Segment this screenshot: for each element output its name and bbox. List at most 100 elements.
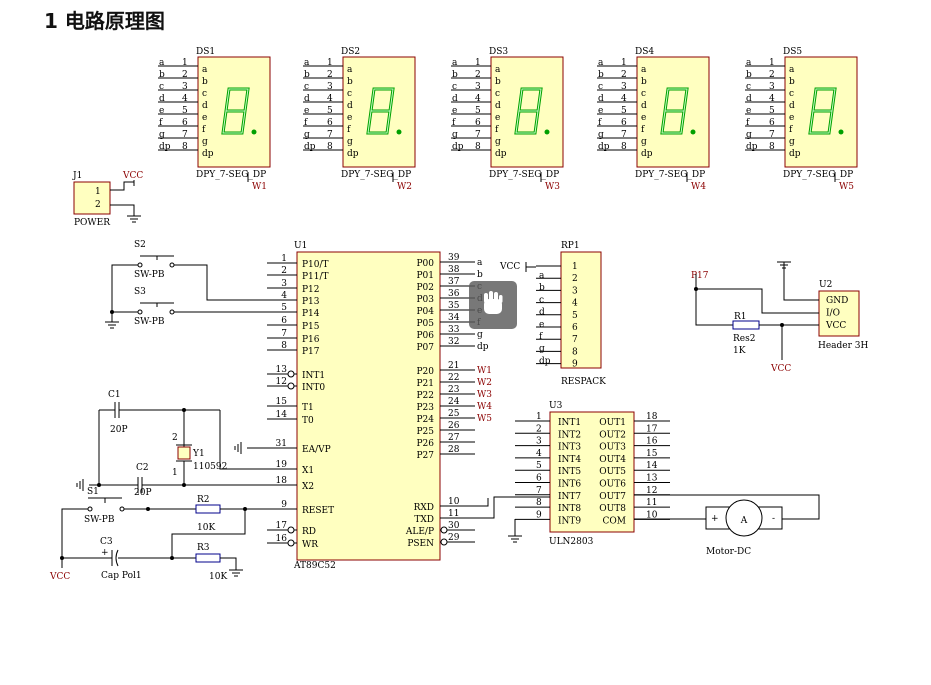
sensor-name: Header 3H bbox=[818, 341, 869, 351]
mcu-pin-number: 32 bbox=[448, 337, 459, 347]
mcu-pin-number: 9 bbox=[281, 500, 287, 510]
mcu-pin-number: 27 bbox=[448, 433, 460, 443]
segment-pin-number: 6 bbox=[182, 118, 188, 128]
respack-net-label: g bbox=[539, 344, 545, 354]
mcu-pin-number: 23 bbox=[448, 385, 460, 395]
segment-pin-number: 3 bbox=[621, 82, 627, 92]
mcu-pin-name: X2 bbox=[302, 482, 314, 492]
segment-net-label: c bbox=[452, 82, 457, 92]
segment-pin-number: 5 bbox=[327, 106, 333, 116]
display-common-net: W4 bbox=[691, 182, 706, 192]
segment-pin-name: b bbox=[202, 77, 208, 87]
segment-pin-name: e bbox=[347, 113, 352, 123]
mcu-pin-number: 37 bbox=[448, 277, 460, 287]
segment-net-label: d bbox=[746, 94, 752, 104]
switch-ref: S1 bbox=[87, 487, 99, 497]
mcu-pin-number: 29 bbox=[448, 533, 460, 543]
segment-pin-name: c bbox=[347, 89, 352, 99]
segment-pin-number: 3 bbox=[327, 82, 333, 92]
mcu-pin-name: P03 bbox=[416, 295, 434, 305]
driver-pin-name: OUT4 bbox=[599, 455, 626, 465]
segment-net-label: c bbox=[598, 82, 603, 92]
segment-net-label: a bbox=[746, 58, 752, 68]
segment-pin-number: 4 bbox=[327, 94, 333, 104]
inversion-bubble bbox=[287, 382, 295, 390]
driver-ref: U3 bbox=[549, 401, 563, 411]
mcu-pin-number: 13 bbox=[276, 365, 288, 375]
respack-net-label: b bbox=[539, 283, 545, 293]
segment-pin-name: a bbox=[495, 65, 501, 75]
switch-contact bbox=[169, 262, 175, 268]
drag-handle-overlay[interactable] bbox=[469, 281, 517, 329]
mcu-pin-number: 35 bbox=[448, 301, 460, 311]
driver-pin-number: 7 bbox=[536, 486, 542, 496]
segment-pin-number: 3 bbox=[769, 82, 775, 92]
driver-pin-number: 12 bbox=[646, 486, 657, 496]
mcu-pin-number: 39 bbox=[448, 253, 460, 263]
segment-pin-number: 4 bbox=[182, 94, 188, 104]
power-pin-number: 2 bbox=[95, 200, 101, 210]
segment-pin-number: 4 bbox=[621, 94, 627, 104]
mcu-pin-number: 15 bbox=[276, 397, 288, 407]
display-type: DPY_7-SEG_DP bbox=[783, 170, 853, 180]
segment-net-label: a bbox=[304, 58, 310, 68]
driver-pin-name: OUT2 bbox=[599, 430, 626, 440]
mcu-pin-number: 21 bbox=[448, 361, 459, 371]
driver-pin-number: 9 bbox=[536, 510, 542, 520]
junction-dot bbox=[170, 556, 174, 560]
switch-ref: S2 bbox=[134, 240, 146, 250]
segment-pin-name: a bbox=[347, 65, 353, 75]
mcu-net-label: W4 bbox=[477, 402, 492, 412]
power-connector bbox=[73, 181, 111, 215]
mcu-pin-name: P26 bbox=[416, 439, 434, 449]
segment-pin-name: e bbox=[202, 113, 207, 123]
segment-net-label: e bbox=[159, 106, 164, 116]
respack-pin-number: 1 bbox=[572, 262, 578, 272]
resistor bbox=[195, 504, 221, 514]
segment-pin-name: a bbox=[202, 65, 208, 75]
segment-pin-number: 2 bbox=[475, 70, 481, 80]
switch-name: SW-PB bbox=[84, 515, 115, 525]
segment-net-label: e bbox=[746, 106, 751, 116]
segment-pin-number: 8 bbox=[327, 142, 333, 152]
segment-pin-name: c bbox=[495, 89, 500, 99]
segment-pin-name: c bbox=[202, 89, 207, 99]
respack-pin-number: 6 bbox=[572, 323, 578, 333]
mcu-pin-name: PSEN bbox=[407, 539, 434, 549]
respack-ref: RP1 bbox=[561, 241, 580, 251]
segment-pin-name: dp bbox=[641, 149, 653, 159]
segment-pin-number: 1 bbox=[769, 58, 775, 68]
resistor-ref: R3 bbox=[197, 543, 210, 553]
mcu-pin-number: 19 bbox=[276, 460, 288, 470]
capacitor-ref: C2 bbox=[136, 463, 149, 473]
mcu-net-label: b bbox=[477, 270, 483, 280]
mcu-pin-number: 14 bbox=[276, 410, 288, 420]
respack-pin-number: 4 bbox=[572, 299, 578, 309]
segment-pin-name: dp bbox=[202, 149, 214, 159]
segment-pin-name: b bbox=[495, 77, 501, 87]
mcu-pin-name: P04 bbox=[416, 307, 434, 317]
mcu-net-label: g bbox=[477, 330, 483, 340]
respack-pin-number: 9 bbox=[572, 360, 578, 370]
mcu-pin-name: RD bbox=[302, 527, 316, 537]
segment-net-label: d bbox=[304, 94, 310, 104]
mcu-pin-name: WR bbox=[302, 540, 318, 550]
segment-pin-name: d bbox=[202, 101, 208, 111]
sensor-pin-name: GND bbox=[826, 296, 848, 306]
segment-net-label: c bbox=[304, 82, 309, 92]
mcu-pin-name: P10/T bbox=[302, 260, 329, 270]
mcu-pin-name: RXD bbox=[414, 503, 434, 513]
driver-pin-name: INT1 bbox=[558, 418, 581, 428]
driver-pin-name: OUT1 bbox=[599, 418, 626, 428]
segment-pin-number: 1 bbox=[621, 58, 627, 68]
resistor bbox=[732, 320, 760, 330]
segment-pin-name: f bbox=[347, 125, 351, 135]
mcu-pin-number: 28 bbox=[448, 445, 460, 455]
microcontroller-body bbox=[296, 251, 441, 561]
sensor-pin-name: VCC bbox=[825, 321, 846, 331]
driver-pin-name: INT7 bbox=[558, 492, 581, 502]
decimal-point bbox=[251, 129, 257, 135]
crystal-pin: 1 bbox=[172, 468, 178, 478]
mcu-net-label: W3 bbox=[477, 390, 492, 400]
display-ref: DS4 bbox=[635, 47, 654, 57]
